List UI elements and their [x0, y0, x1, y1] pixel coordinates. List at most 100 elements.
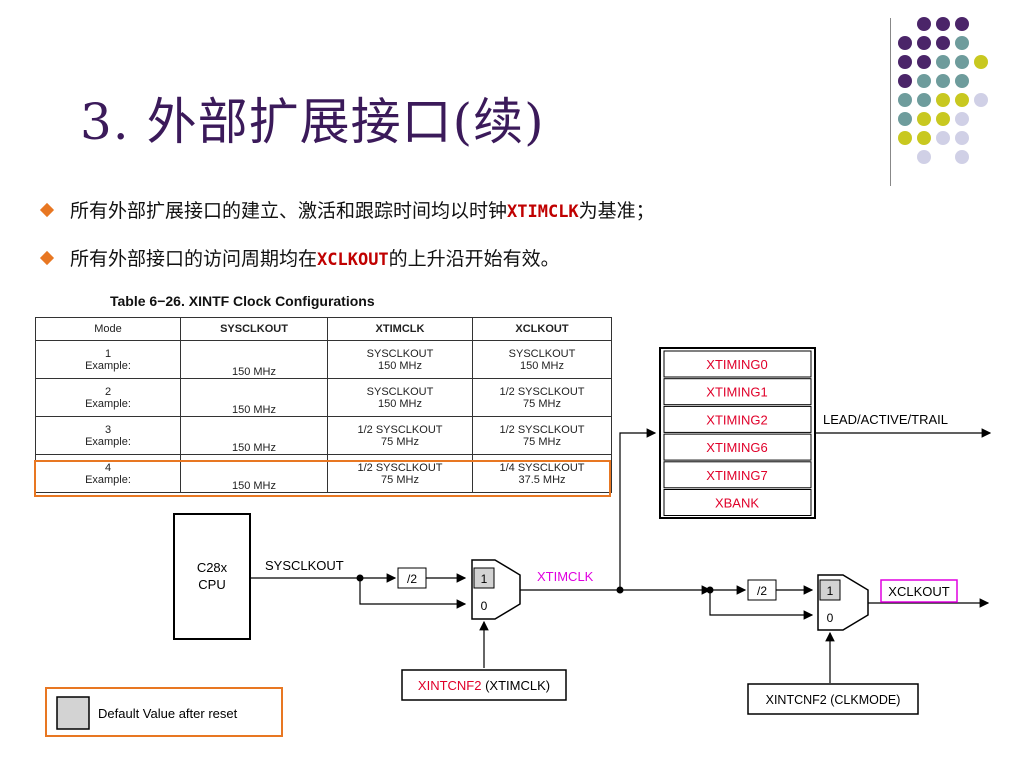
decorative-dot — [898, 36, 912, 50]
decorative-dot — [898, 112, 912, 126]
sysclkout-value: 150 MHz — [231, 480, 277, 492]
xclkout-value: 150 MHz — [519, 359, 565, 372]
decorative-dot — [898, 93, 912, 107]
bullet-2-highlight: XCLKOUT — [317, 250, 389, 270]
mux-2-in1-box — [819, 579, 841, 601]
xclkout-source: 1/4 SYSCLKOUT — [499, 461, 585, 474]
header-xclkout: XCLKOUT — [472, 317, 612, 341]
decorative-dot — [955, 131, 969, 145]
register-cell — [663, 461, 812, 489]
example-label: Example: — [85, 397, 131, 410]
decorative-dot — [936, 74, 950, 88]
decorative-dot — [936, 112, 950, 126]
sysclkout-value: 150 MHz — [231, 442, 277, 454]
xclkout-value: 37.5 MHz — [518, 473, 566, 486]
decorative-dot — [974, 55, 988, 69]
title-divider — [890, 18, 891, 186]
xtimclk-source: SYSCLKOUT — [366, 385, 434, 398]
decorative-dot — [936, 55, 950, 69]
mux-1-in0-label: 0 — [481, 599, 488, 613]
xclkout-box — [880, 579, 958, 603]
example-label: Example: — [85, 435, 131, 448]
decorative-dot — [955, 112, 969, 126]
decorative-dot — [917, 93, 931, 107]
register-label: XTIMING6 — [706, 440, 767, 455]
decorative-dot — [936, 36, 950, 50]
bullet-1: 所有外部扩展接口的建立、激活和跟踪时间均以时钟XTIMCLK为基准； — [39, 196, 655, 223]
xclkout-label: XCLKOUT — [888, 584, 949, 599]
xtimclk-label: XTIMCLK — [537, 569, 594, 584]
header-xtimclk: XTIMCLK — [327, 317, 473, 341]
bypass-wire-2 — [709, 590, 814, 620]
legend-label: Default Value after reset — [98, 706, 238, 721]
decorative-dot — [936, 131, 950, 145]
bullet-2-tail: 的上升沿开始有效。 — [388, 248, 560, 270]
lead-active-trail-label: LEAD/ACTIVE/TRAIL — [823, 412, 948, 427]
decorative-dot — [974, 93, 988, 107]
xtimclk-value: 75 MHz — [381, 473, 419, 486]
decorative-dot — [898, 131, 912, 145]
timing-register-stack: XTIMING0XTIMING1XTIMING2XTIMING6XTIMING7… — [659, 347, 816, 519]
decorative-dot — [936, 17, 950, 31]
register-label: XTIMING7 — [706, 468, 767, 483]
decorative-dot — [936, 93, 950, 107]
xclkout-value: 75 MHz — [523, 435, 561, 448]
xtimclk-value: 75 MHz — [381, 435, 419, 448]
register-label: XTIMING1 — [706, 385, 767, 400]
example-label: Example: — [85, 359, 131, 372]
mode-number: 3 — [104, 423, 112, 436]
bullet-2-text: 所有外部接口的访问周期均在 — [70, 248, 318, 270]
decorative-dot — [917, 131, 931, 145]
mux-2-in1-label: 1 — [827, 584, 834, 598]
xtimclk-value: 150 MHz — [377, 359, 423, 372]
mode-number: 4 — [104, 461, 112, 474]
register-cell — [663, 405, 812, 433]
xintcnf2-clkmode-box — [747, 683, 919, 715]
sysclkout-label: SYSCLKOUT — [265, 558, 344, 573]
xintcnf2-xtimclk-label: XINTCNF2 (XTIMCLK) — [418, 678, 550, 693]
xtimclk-value: 150 MHz — [377, 397, 423, 410]
xclkout-value: 75 MHz — [523, 397, 561, 410]
xtimclk-source: 1/2 SYSCLKOUT — [357, 461, 443, 474]
bullet-1-tail: 为基准； — [578, 200, 655, 222]
xintcnf2-clkmode-label: XINTCNF2 (CLKMODE) — [766, 693, 901, 707]
register-cell — [663, 378, 812, 406]
decorative-dot — [955, 17, 969, 31]
decorative-dot — [955, 93, 969, 107]
decorative-dot — [898, 55, 912, 69]
decorative-dot — [917, 112, 931, 126]
bypass-wire — [359, 578, 467, 609]
register-label: XTIMING2 — [706, 412, 767, 427]
register-cell — [663, 433, 812, 461]
sysclkout-value: 150 MHz — [231, 366, 277, 378]
decorative-dot — [898, 74, 912, 88]
cpu-label-1: C28x — [197, 560, 228, 575]
cpu-label-2: CPU — [198, 577, 225, 592]
decorative-dot — [917, 150, 931, 164]
xclkout-source: 1/2 SYSCLKOUT — [499, 423, 585, 436]
table-header-row: Mode SYSCLKOUT XTIMCLK XCLKOUT — [35, 317, 612, 341]
slide-title: 3. 外部扩展接口(续) — [80, 93, 545, 151]
legend-swatch — [56, 696, 90, 730]
mode-4-highlight — [34, 460, 611, 497]
decorative-dot — [917, 74, 931, 88]
register-cell — [663, 350, 812, 378]
mux-1-in1-box — [473, 567, 495, 589]
xintcnf2-xtimclk-box — [401, 669, 567, 701]
header-mode: Mode — [35, 317, 181, 341]
divider-1-label: /2 — [407, 572, 417, 586]
table-cell: 150 MHz — [180, 378, 328, 417]
sysclkout-value: 150 MHz — [231, 404, 277, 416]
decorative-dot — [955, 36, 969, 50]
mux-1-in1-label: 1 — [481, 572, 488, 586]
decorative-dot — [917, 55, 931, 69]
